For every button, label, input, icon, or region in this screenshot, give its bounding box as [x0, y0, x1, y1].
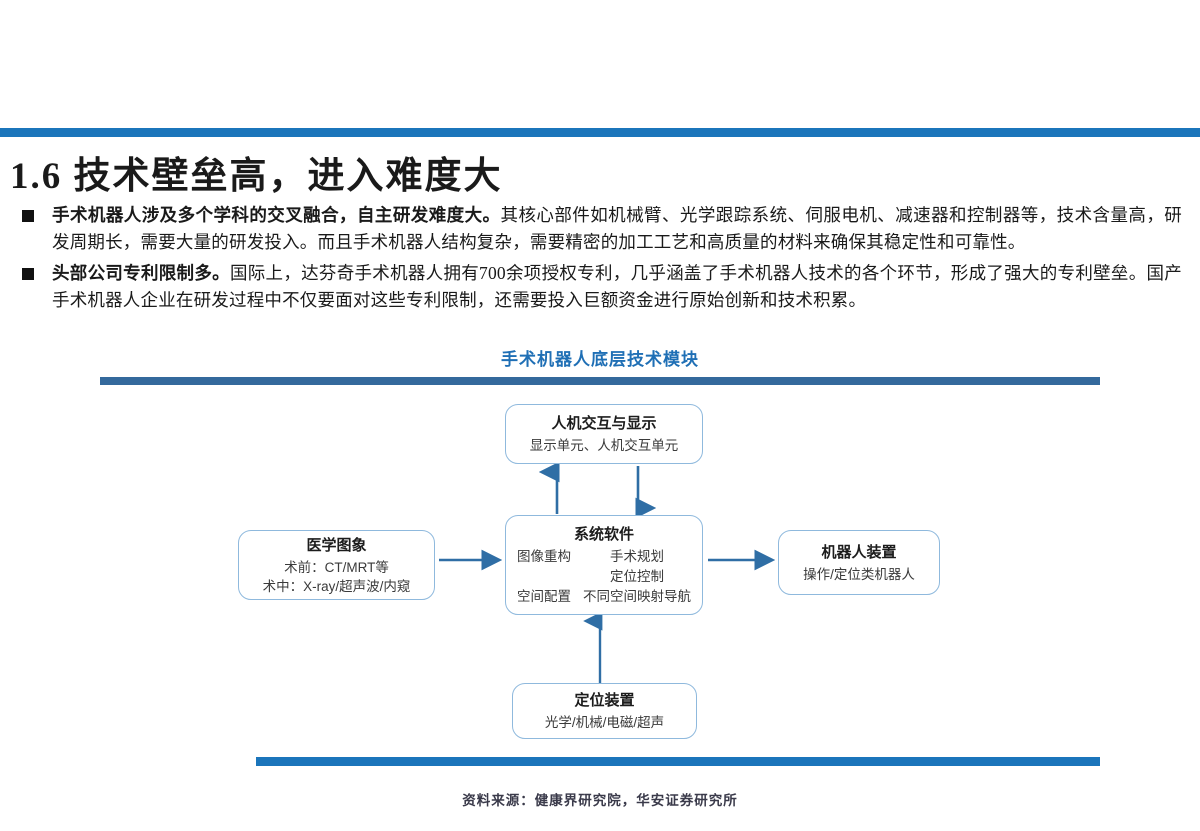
node-feature-grid: 图像重构 手术规划 定位控制 空间配置 不同空间映射导航: [512, 547, 696, 607]
diagram-node-medical-image[interactable]: 医学图象 术前：CT/MRT等 术中：X-ray/超声波/内窥: [238, 530, 435, 600]
exhibit-rule-top: [100, 377, 1100, 385]
node-subtitle: 光学/机械/电磁/超声: [544, 715, 665, 730]
bullet-body: 国际上，达芬奇手术机器人拥有700余项授权专利，几乎涵盖了手术机器人技术的各个环…: [52, 263, 1183, 310]
node-title: 定位装置: [574, 692, 635, 709]
bullet-square-icon: [22, 268, 34, 280]
node-subtitle-line-1: 术前：CT/MRT等: [284, 559, 389, 575]
node-title: 人机交互与显示: [551, 415, 657, 432]
list-item: 头部公司专利限制多。国际上，达芬奇手术机器人拥有700余项授权专利，几乎涵盖了手…: [22, 260, 1182, 314]
bullet-paragraph: 手术机器人涉及多个学科的交叉融合，自主研发难度大。其核心部件如机械臂、光学跟踪系…: [52, 202, 1182, 256]
page-title: 1.6 技术壁垒高，进入难度大: [10, 156, 503, 197]
bullet-paragraph: 头部公司专利限制多。国际上，达芬奇手术机器人拥有700余项授权专利，几乎涵盖了手…: [52, 260, 1182, 314]
arrow-software-to-robot: [706, 548, 782, 572]
list-item: 手术机器人涉及多个学科的交叉融合，自主研发难度大。其核心部件如机械臂、光学跟踪系…: [22, 202, 1182, 256]
header-rule: [0, 128, 1200, 137]
bullet-lead: 头部公司专利限制多。: [52, 263, 230, 283]
bullet-body: 其核心部件如机械臂、光学跟踪系统、伺服电机、减速器和控制器等，技术含量高，研发周…: [52, 205, 1182, 252]
node-subtitle-line-2: 术中：X-ray/超声波/内窥: [262, 578, 411, 594]
source-note: 资料来源：健康界研究院，华安证券研究所: [462, 793, 738, 808]
arrow-software-to-hmi: [505, 461, 705, 519]
node-feature-left-3: 空间配置: [517, 588, 571, 604]
diagram-node-positioning-device[interactable]: 定位装置 光学/机械/电磁/超声: [512, 683, 697, 739]
arrow-locate-to-software: [583, 611, 615, 687]
exhibit-title: 手术机器人底层技术模块: [501, 350, 699, 369]
arrow-image-to-software: [437, 548, 509, 572]
node-title: 医学图象: [306, 536, 367, 554]
node-feature-right-1: 手术规划: [610, 548, 664, 564]
diagram-node-robot-apparatus[interactable]: 机器人装置 操作/定位类机器人: [778, 530, 940, 595]
bullet-list: 手术机器人涉及多个学科的交叉融合，自主研发难度大。其核心部件如机械臂、光学跟踪系…: [22, 202, 1182, 318]
diagram-node-system-software[interactable]: 系统软件 图像重构 手术规划 定位控制 空间配置 不同空间映射导航: [505, 515, 703, 615]
exhibit-rule-bottom: [256, 757, 1100, 766]
node-feature-right-3: 不同空间映射导航: [583, 588, 691, 604]
node-subtitle: 操作/定位类机器人: [803, 566, 915, 582]
node-subtitle: 显示单元、人机交互单元: [529, 438, 679, 453]
diagram-node-hmi[interactable]: 人机交互与显示 显示单元、人机交互单元: [505, 404, 703, 464]
node-feature-right-2: 定位控制: [610, 568, 664, 584]
node-feature-left-1: 图像重构: [517, 548, 571, 564]
node-title: 机器人装置: [821, 543, 897, 561]
diagram-canvas: 人机交互与显示 显示单元、人机交互单元 医学图象 术前：CT/MRT等 术中：X…: [0, 385, 1200, 755]
bullet-lead: 手术机器人涉及多个学科的交叉融合，自主研发难度大。: [52, 205, 501, 225]
bullet-square-icon: [22, 210, 34, 222]
node-title: 系统软件: [573, 525, 634, 543]
